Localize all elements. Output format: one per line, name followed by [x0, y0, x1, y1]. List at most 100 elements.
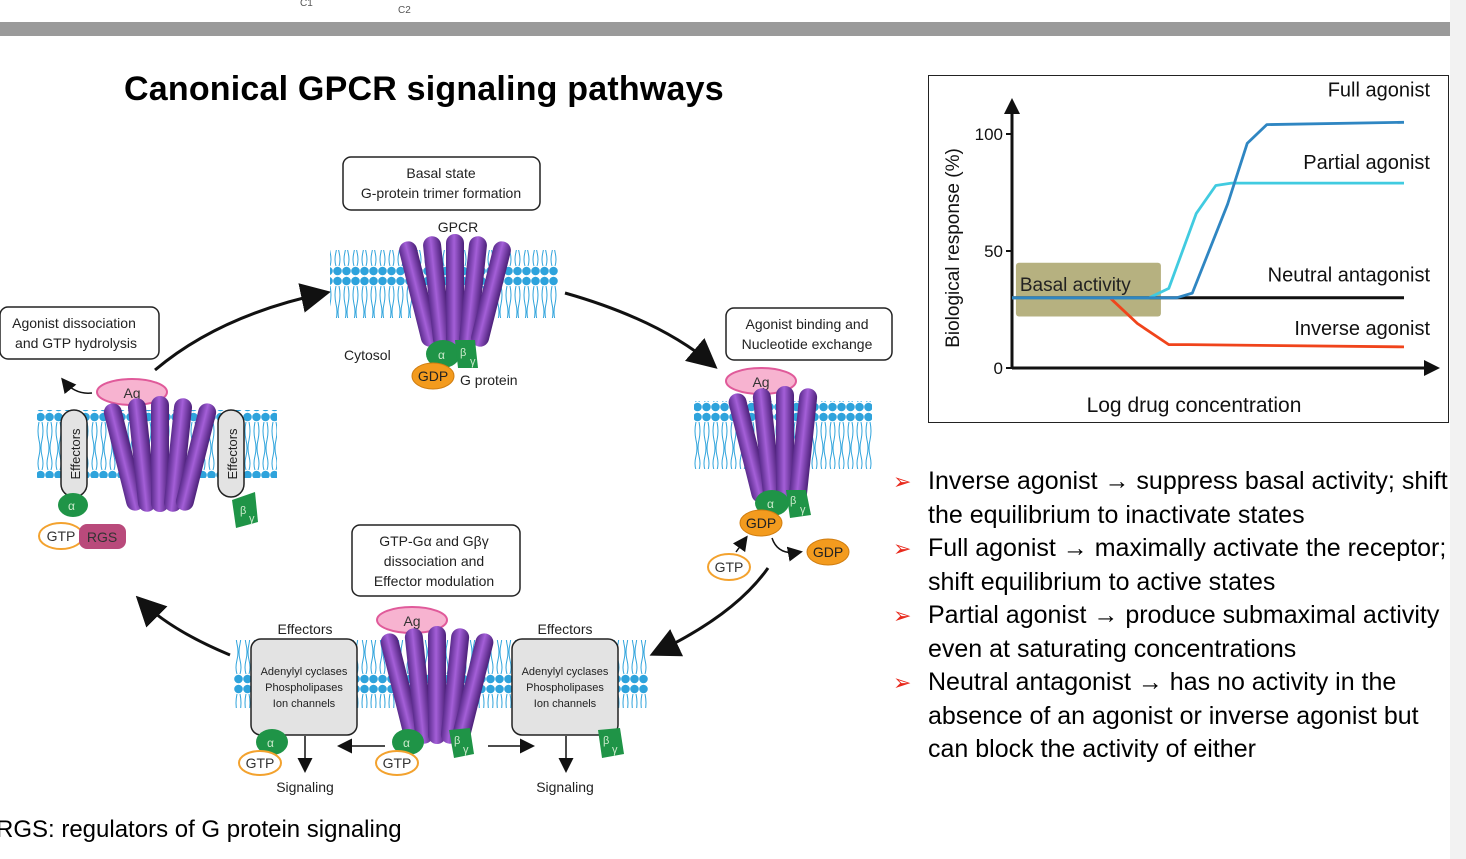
series-line-full-agonist — [1012, 120, 1405, 300]
svg-text:γ: γ — [612, 744, 618, 756]
y-tick-label: 50 — [984, 242, 1003, 261]
svg-text:Agonist dissociation: Agonist dissociation — [12, 315, 136, 331]
agonist-dissociation-box: Agonist dissociation and GTP hydrolysis — [0, 306, 160, 360]
cycle-arrow-top-left — [154, 283, 331, 372]
svg-text:dissociation and: dissociation and — [384, 553, 484, 569]
svg-text:Agonist binding and: Agonist binding and — [746, 316, 869, 332]
arrow-bullet-icon: ➢ — [893, 469, 912, 494]
svg-text:β: β — [460, 347, 466, 359]
arrow-bullet-icon: ➢ — [893, 670, 912, 695]
basal-state-box: Basal state G-protein trimer formation — [342, 156, 541, 211]
effectors-box-bottom-left: Adenylyl cyclases Phospholipases Ion cha… — [250, 638, 358, 736]
gdp-release-arrow — [771, 537, 803, 562]
g-protein-label: G protein — [460, 372, 518, 388]
g-alpha-left — [58, 493, 88, 517]
arrow-bullet-icon: ➢ — [893, 603, 912, 628]
arrow-bullet-icon: ➢ — [893, 536, 912, 561]
g-beta-gamma-bottom-center — [449, 728, 474, 758]
y-tick-label: 100 — [975, 125, 1003, 144]
ag-ligand-left: Ag — [96, 378, 168, 406]
svg-text:and GTP hydrolysis: and GTP hydrolysis — [15, 335, 137, 351]
y-axis-label: Biological response (%) — [943, 148, 964, 348]
x-axis-label: Log drug concentration — [1087, 394, 1302, 417]
gtp-badge-bottom-center: GTP — [375, 750, 419, 776]
svg-text:GTP: GTP — [383, 755, 412, 771]
cycle-arrow-bottom-left — [135, 595, 231, 657]
svg-text:Phospholipases: Phospholipases — [526, 682, 604, 694]
effectors-label-bottom-left: Effectors — [278, 621, 333, 637]
gtp-entry-arrow — [732, 535, 748, 553]
gpcr-cycle-diagram: Basal state G-protein trimer formation G… — [0, 156, 893, 795]
ag-release-arrow — [61, 377, 93, 395]
series-label-neutral-antagonist: Neutral antagonist — [1268, 264, 1431, 286]
g-alpha-bottom-center — [392, 729, 424, 755]
series-label-inverse-agonist: Inverse agonist — [1294, 318, 1430, 340]
gtp-badge-right: GTP — [707, 553, 751, 581]
svg-text:Effectors: Effectors — [68, 428, 83, 480]
svg-text:GDP: GDP — [418, 368, 448, 384]
svg-text:β: β — [603, 735, 609, 747]
agonist-binding-box: Agonist binding and Nucleotide exchange — [725, 307, 893, 361]
svg-text:α: α — [767, 497, 774, 511]
cytosol-label: Cytosol — [344, 347, 391, 363]
gdp-badge-right-bound: GDP — [739, 509, 783, 537]
gpcr-receptor-left — [103, 396, 217, 512]
effectors-pill-left-2: Effectors — [217, 409, 245, 498]
signaling-label-left: Signaling — [276, 779, 334, 795]
slide-title: Canonical GPCR signaling pathways — [124, 70, 724, 108]
y-axis-arrowhead — [1004, 98, 1020, 114]
svg-text:Ion channels: Ion channels — [534, 698, 597, 710]
svg-text:γ: γ — [463, 744, 469, 756]
gpcr-receptor-right — [728, 386, 818, 504]
y-tick-label: 0 — [994, 359, 1003, 378]
g-alpha-bottom-left — [256, 729, 288, 755]
svg-text:Adenylyl cyclases: Adenylyl cyclases — [261, 666, 348, 678]
svg-text:Nucleotide exchange: Nucleotide exchange — [742, 336, 873, 352]
effectors-label-bottom-right: Effectors — [538, 621, 593, 637]
svg-text:GTP-Gα and Gβγ: GTP-Gα and Gβγ — [379, 533, 489, 549]
bullet-item: ➢Full agonist → maximally activate the r… — [893, 532, 1453, 599]
top-strip: C1 C2 — [0, 0, 1466, 22]
label-c1: C1 — [300, 0, 313, 9]
svg-text:GTP: GTP — [715, 559, 744, 575]
svg-text:β: β — [240, 505, 246, 517]
g-beta-gamma-right — [786, 490, 811, 518]
g-alpha-right — [755, 490, 789, 516]
svg-text:RGS: RGS — [87, 529, 117, 545]
svg-text:α: α — [438, 348, 445, 362]
gtp-dissociation-box: GTP-Gα and Gβγ dissociation and Effector… — [351, 524, 521, 597]
gtp-badge-bottom-left: GTP — [238, 750, 282, 776]
svg-text:Adenylyl cyclases: Adenylyl cyclases — [522, 666, 609, 678]
bullet-text: Partial agonist → produce submaximal act… — [928, 601, 1440, 663]
g-beta-gamma-bottom-right — [598, 728, 624, 758]
basal-activity-label: Basal activity — [1020, 275, 1131, 296]
svg-text:Ag: Ag — [403, 613, 420, 629]
svg-text:α: α — [267, 736, 274, 750]
rgs-badge: RGS — [79, 524, 126, 549]
basal-box-line2: G-protein trimer formation — [361, 185, 521, 201]
signaling-label-right: Signaling — [536, 779, 594, 795]
series-label-partial-agonist: Partial agonist — [1303, 152, 1430, 174]
svg-text:α: α — [403, 736, 410, 750]
bullet-list: ➢Inverse agonist → suppress basal activi… — [893, 465, 1453, 767]
svg-text:GDP: GDP — [813, 544, 843, 560]
g-beta-gamma-left — [232, 492, 258, 528]
cycle-arrow-bottom-right — [649, 567, 770, 657]
slide-top-bar — [0, 22, 1466, 36]
effectors-pill-left-1: Effectors — [60, 409, 88, 498]
svg-text:Ag: Ag — [123, 385, 140, 401]
svg-text:β: β — [454, 735, 460, 747]
gpcr-label: GPCR — [438, 219, 478, 235]
window-scroll-edge[interactable] — [1450, 0, 1466, 859]
bullet-item: ➢Inverse agonist → suppress basal activi… — [893, 465, 1453, 532]
svg-text:γ: γ — [249, 513, 255, 525]
gdp-badge-right-released: GDP — [806, 538, 850, 566]
svg-text:Ag: Ag — [752, 374, 769, 390]
gdp-badge-top: GDP — [411, 362, 455, 390]
bullet-item: ➢Neutral antagonist → has no activity in… — [893, 666, 1453, 767]
gpcr-receptor-top — [399, 234, 511, 348]
svg-text:Phospholipases: Phospholipases — [265, 682, 343, 694]
svg-text:Effector modulation: Effector modulation — [374, 573, 494, 589]
svg-text:GTP: GTP — [47, 528, 76, 544]
